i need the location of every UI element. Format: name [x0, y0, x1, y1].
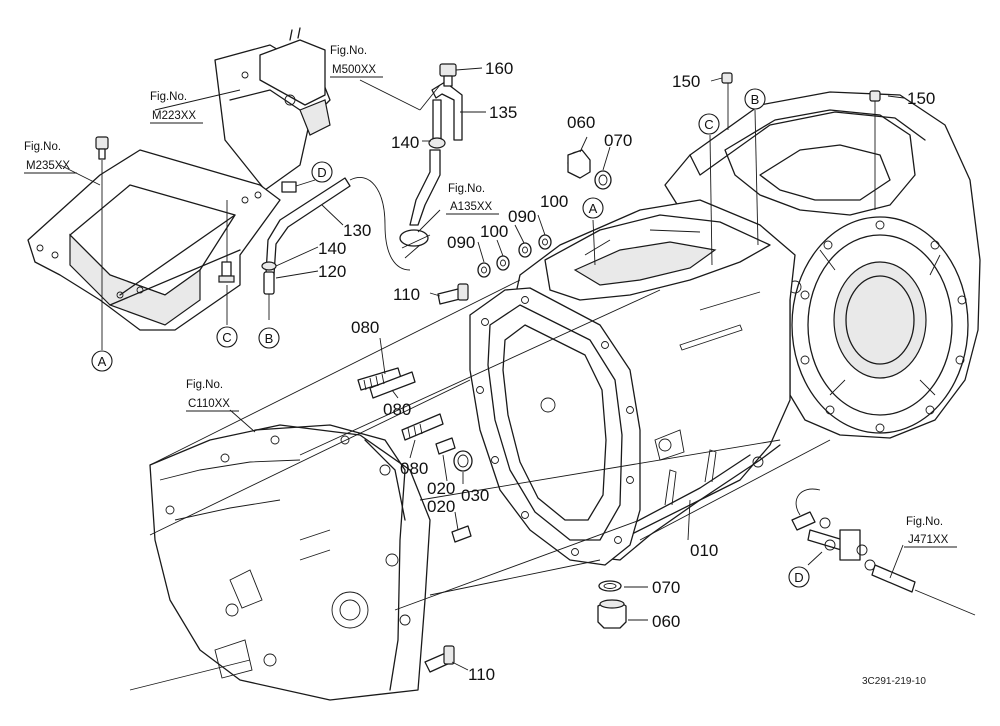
tray-breather-bolt [95, 136, 109, 350]
label-150: 150 [672, 72, 700, 91]
label-110: 110 [393, 285, 420, 304]
label-070: 070 [604, 131, 632, 150]
svg-text:Fig.No.: Fig.No. [906, 516, 943, 528]
label-100: 100 [480, 222, 508, 241]
fig-ref-c110: Fig.No. C110XX [186, 379, 239, 412]
svg-text:B: B [265, 331, 274, 346]
tray-m235 [27, 149, 281, 331]
top-bracket-m223 [214, 27, 331, 191]
svg-text:A: A [589, 201, 598, 216]
label-030: 030 [461, 486, 489, 505]
label-090: 090 [508, 207, 536, 226]
reference-marks: A C B D A C B D [91, 88, 810, 588]
label-010: 010 [690, 541, 718, 560]
ref-mark-b: B [258, 327, 280, 349]
svg-text:Fig.No.: Fig.No. [330, 45, 367, 57]
label-020: 020 [427, 497, 455, 516]
svg-text:B: B [751, 92, 760, 107]
svg-text:M235XX: M235XX [26, 160, 70, 172]
label-140: 140 [391, 133, 419, 152]
fig-ref-a135: Fig.No. A135XX [446, 183, 499, 215]
label-135: 135 [489, 103, 517, 122]
label-120: 120 [318, 262, 346, 281]
svg-text:J471XX: J471XX [908, 534, 949, 546]
label-140: 140 [318, 239, 346, 258]
svg-text:Fig.No.: Fig.No. [186, 379, 223, 391]
label-060: 060 [652, 612, 680, 631]
oring-070-top [594, 170, 612, 190]
ref-mark-b: B [744, 88, 766, 110]
clamp-140-top [428, 137, 446, 149]
ref-mark-d: D [311, 161, 333, 183]
ref-mark-a: A [91, 350, 113, 372]
fig-ref-m235: Fig.No. M235XX [24, 141, 77, 174]
ref-mark-c: C [216, 326, 238, 348]
small-fitting-c [218, 200, 235, 325]
label-080: 080 [400, 459, 428, 478]
svg-text:C: C [222, 330, 231, 345]
fig-ref-m223: Fig.No. M223XX [150, 91, 203, 124]
label-060: 060 [567, 113, 595, 132]
label-160: 160 [485, 59, 513, 78]
ref-mark-c: C [698, 113, 720, 135]
pipe-135 [431, 81, 463, 141]
front-case-housing [149, 424, 431, 701]
small-fitting-d [281, 179, 316, 193]
drawing-code: 3C291-219-10 [862, 676, 926, 687]
svg-text:A135XX: A135XX [450, 201, 493, 213]
svg-text:M223XX: M223XX [152, 110, 196, 122]
rear-case-housing [664, 91, 981, 439]
fig-ref-m500: Fig.No. M500XX [330, 45, 383, 78]
dowel-pins-020 [435, 437, 472, 543]
figure-references: Fig.No. M500XX Fig.No. M223XX Fig.No. M2… [24, 45, 957, 548]
bolt-160 [439, 63, 457, 87]
leader-lines [59, 67, 905, 671]
label-070: 070 [652, 578, 680, 597]
oring-030 [453, 450, 473, 472]
label-130: 130 [343, 221, 371, 240]
label-080: 080 [351, 318, 379, 337]
hose-a135 [399, 149, 441, 259]
label-090: 090 [447, 233, 475, 252]
washers-090-100 [477, 234, 552, 278]
label-110: 110 [468, 665, 495, 684]
plug-060-top [567, 149, 591, 179]
ref-mark-d: D [788, 566, 810, 588]
svg-text:Fig.No.: Fig.No. [448, 183, 485, 195]
label-080: 080 [383, 400, 411, 419]
label-100: 100 [540, 192, 568, 211]
bolt-110-top [437, 283, 469, 305]
svg-text:C110XX: C110XX [188, 398, 230, 410]
pipe-assembly-j471 [791, 488, 976, 616]
hose-120 [263, 271, 275, 320]
assembly-guide-lines [129, 279, 831, 691]
oring-070-bottom [598, 580, 622, 592]
svg-text:D: D [794, 570, 803, 585]
label-150: 150 [907, 89, 935, 108]
svg-text:M500XX: M500XX [332, 64, 376, 76]
part-number-labels: 160 135 140 130 140 120 110 060 070 150 … [318, 59, 935, 684]
bolt-110-bottom [424, 645, 455, 673]
label-020: 020 [427, 479, 455, 498]
clamp-140 [261, 261, 277, 271]
ref-mark-a: A [582, 197, 604, 219]
svg-text:C: C [704, 117, 713, 132]
stud-bolts-080 [357, 367, 444, 441]
svg-text:A: A [98, 354, 107, 369]
svg-text:Fig.No.: Fig.No. [150, 91, 187, 103]
svg-text:D: D [317, 165, 326, 180]
plug-060-bottom [597, 599, 627, 629]
fig-ref-j471: Fig.No. J471XX [904, 516, 957, 548]
svg-text:Fig.No.: Fig.No. [24, 141, 61, 153]
